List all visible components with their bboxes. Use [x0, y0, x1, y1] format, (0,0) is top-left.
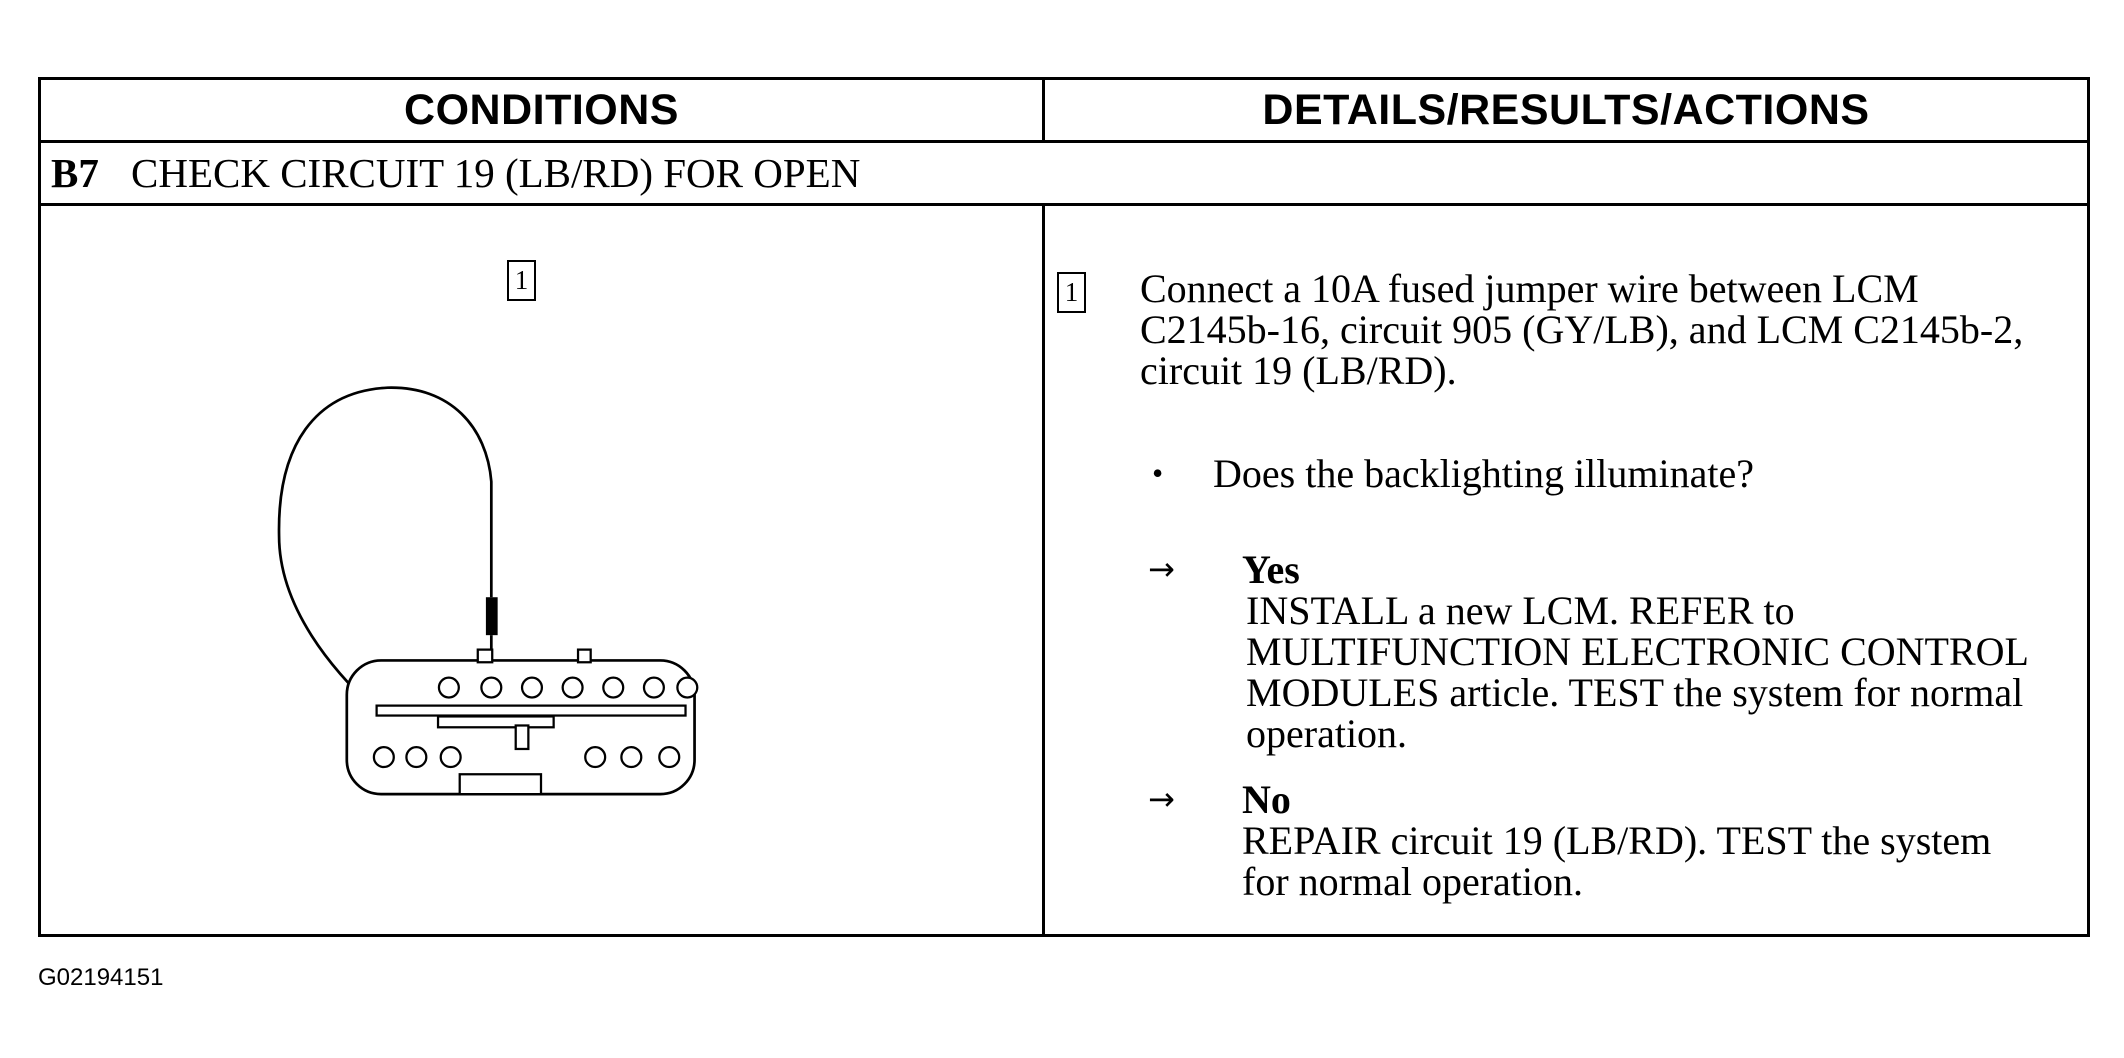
figure-id: G02194151 — [38, 964, 164, 991]
connector-jumper-diagram — [277, 386, 699, 796]
step-title: CHECK CIRCUIT 19 (LB/RD) FOR OPEN — [131, 150, 861, 196]
no-action: REPAIR circuit 19 (LB/RD). TEST the syst… — [1242, 818, 1992, 904]
connector-tab-left — [476, 648, 494, 664]
diagnostic-table: CONDITIONS DETAILS/RESULTS/ACTIONS B7 CH… — [38, 77, 2090, 937]
bullet: • — [1152, 455, 1164, 491]
probe-top — [485, 597, 498, 636]
step-title-row: B7 CHECK CIRCUIT 19 (LB/RD) FOR OPEN — [41, 143, 2087, 203]
details-callout: 1 — [1057, 272, 1086, 313]
yes-action: INSTALL a new LCM. REFER to MULTIFUNCTIO… — [1246, 588, 2028, 756]
header-rule — [41, 140, 2087, 143]
step-rule — [41, 203, 2087, 206]
jumper-wire — [277, 386, 493, 713]
no-arrow-icon: → — [1148, 780, 1175, 818]
bottom-pin-row — [372, 746, 681, 769]
connector-tab-right — [576, 648, 592, 664]
column-divider-top — [1042, 80, 1045, 141]
conditions-header: CONDITIONS — [404, 85, 679, 134]
connector-latch — [458, 773, 543, 796]
yes-arrow-icon: → — [1148, 550, 1175, 588]
instruction-text: Connect a 10A fused jumper wire between … — [1140, 266, 2024, 393]
connector-divider — [375, 704, 687, 717]
details-header: DETAILS/RESULTS/ACTIONS — [1262, 85, 1870, 134]
column-divider-body — [1042, 204, 1045, 934]
no-label: No — [1242, 777, 1291, 822]
connector-key — [436, 715, 555, 729]
top-pin-row — [437, 676, 699, 699]
conditions-callout: 1 — [507, 260, 536, 301]
yes-label: Yes — [1242, 547, 1300, 592]
step-id: B7 — [51, 150, 99, 196]
question-text: Does the backlighting illuminate? — [1213, 451, 1754, 496]
connector-key-stem — [514, 724, 530, 751]
